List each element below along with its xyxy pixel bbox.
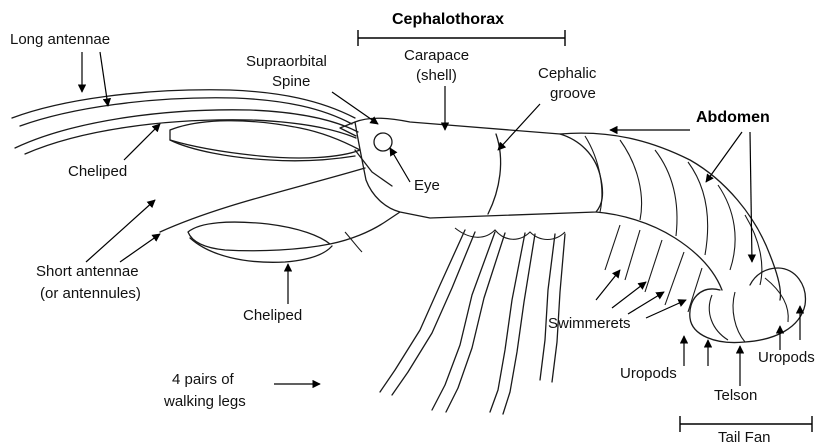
abdomen-segment-2 (620, 140, 642, 220)
walking-leg-4b (552, 234, 565, 382)
supraorbital-label-line2: Spine (272, 73, 310, 90)
walking-leg-4 (540, 234, 555, 380)
long-antennae-label: Long antennae (10, 31, 110, 48)
arrow-abdomen-right (750, 132, 752, 262)
upper-cheliped-shape (170, 121, 360, 158)
short-antennae-label-line1: Short antennae (36, 263, 139, 280)
swimmerets-label: Swimmerets (548, 315, 631, 332)
tail-fan-outline (690, 268, 806, 343)
arrow-short-antennae-1 (86, 200, 155, 262)
arrow-long-antennae-2 (100, 52, 108, 106)
abdomen-outline-bottom (596, 212, 722, 290)
swimmeret-2 (625, 230, 640, 280)
cephalic-groove-label-line1: Cephalic (538, 65, 597, 82)
abdomen-segment-3 (655, 150, 677, 236)
antennule (160, 168, 365, 232)
eye-circle (374, 133, 392, 151)
swimmeret-1 (605, 225, 620, 270)
abdomen-segment-5 (718, 185, 735, 270)
walking-legs-label-line1: 4 pairs of (172, 371, 235, 388)
uropods-left-label: Uropods (620, 365, 677, 382)
walking-leg-1 (380, 230, 465, 392)
short-antennae-label-line2: (or antennules) (40, 285, 141, 302)
upper-cheliped-finger (170, 140, 355, 161)
abdomen-segment-1 (585, 136, 602, 212)
rostrum (340, 122, 356, 136)
cheliped-upper-label: Cheliped (68, 163, 127, 180)
cephalothorax-label: Cephalothorax (392, 11, 504, 28)
lower-cheliped-arm (330, 212, 400, 244)
arrow-swimmerets-1 (596, 270, 620, 300)
carapace-label-line1: Carapace (404, 47, 469, 64)
leg-bases (455, 228, 565, 240)
arrow-swimmerets-2 (612, 282, 646, 308)
eye-label: Eye (414, 177, 440, 194)
arrow-short-antennae-2 (120, 234, 160, 262)
tail-fan-label: Tail Fan (718, 429, 771, 445)
arrow-abdomen-mid (706, 132, 742, 182)
telson-label: Telson (714, 387, 757, 404)
crayfish-illustration (12, 90, 805, 414)
pointer-arrows (82, 52, 800, 386)
tail-fan-uropod-a (709, 295, 728, 340)
swimmeret-4 (665, 252, 684, 305)
arrow-cheliped-upper (124, 124, 160, 160)
abdomen-segment-4 (688, 162, 708, 255)
lower-cheliped-finger (190, 238, 332, 262)
uropods-right-label: Uropods (758, 349, 815, 366)
long-antenna-lower-2 (25, 120, 356, 154)
tail-fan-telson (733, 292, 745, 342)
abdomen-label: Abdomen (696, 109, 770, 126)
arrow-supraorbital (332, 92, 378, 124)
cephalothorax-bracket (358, 30, 565, 46)
walking-leg-1b (392, 232, 475, 395)
swimmeret-5 (688, 268, 702, 312)
walking-leg-2b (446, 233, 505, 412)
supraorbital-label-line1: Supraorbital (246, 53, 327, 70)
tail-fan-uropod-b (765, 278, 788, 322)
cephalic-groove-label-line2: groove (550, 85, 596, 102)
swimmeret-3 (645, 240, 662, 292)
arrow-eye (390, 148, 410, 182)
arrow-cephalic-groove (498, 104, 540, 150)
walking-leg-3 (490, 233, 525, 412)
lower-cheliped-shape (188, 222, 330, 251)
arrow-swimmerets-3 (628, 292, 664, 314)
carapace-label-line2: (shell) (416, 67, 457, 84)
walking-legs-label-line2: walking legs (163, 393, 246, 410)
cheliped-lower-label: Cheliped (243, 307, 302, 324)
cephalic-groove-line (488, 134, 501, 214)
